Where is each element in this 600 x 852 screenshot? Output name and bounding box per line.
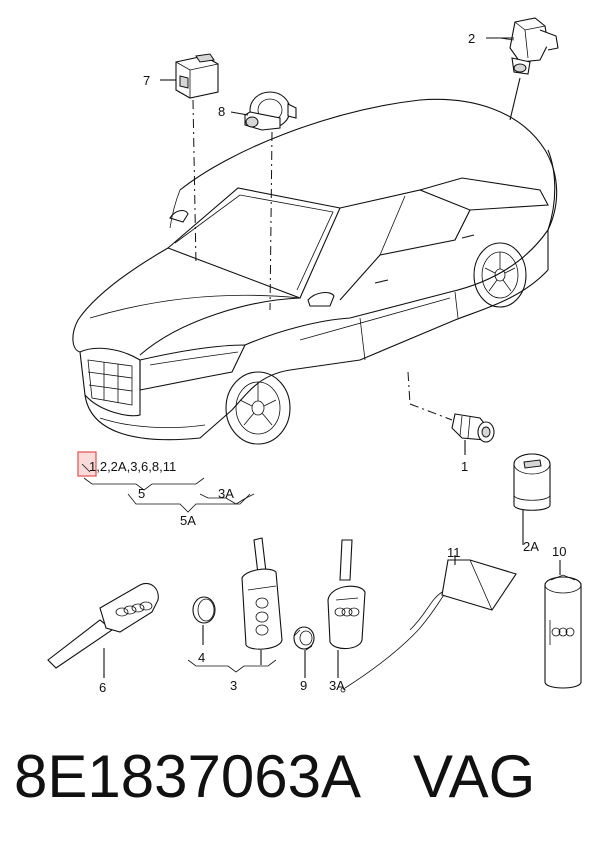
label-bracket-5a: 5A [180, 513, 196, 528]
label-3a: 3A [329, 678, 345, 693]
part-11-key-tag [340, 559, 517, 693]
label-bracket-3a: 3A [218, 486, 234, 501]
part-number: 8E1837063A [14, 743, 361, 810]
part-3-flip-key [241, 537, 283, 650]
part-8-lock-cylinder [244, 91, 297, 131]
label-8: 8 [218, 104, 225, 119]
part-10-lubricant-can [544, 574, 582, 689]
part-1-door-cylinder [451, 413, 495, 443]
label-4: 4 [198, 650, 205, 665]
car-illustration [72, 98, 558, 445]
label-10: 10 [552, 544, 566, 559]
label-bracket-5: 5 [138, 486, 145, 501]
label-9: 9 [300, 678, 307, 693]
part-9-ring [293, 626, 315, 651]
highlight-marker [77, 451, 97, 477]
label-11: 11 [447, 545, 461, 560]
label-2a: 2A [523, 539, 539, 554]
part-4-battery [192, 596, 216, 624]
label-6: 6 [99, 680, 106, 695]
label-7: 7 [143, 73, 150, 88]
part-6-emergency-key [47, 582, 159, 669]
part-2-ignition-housing [499, 17, 559, 75]
part-3a-key [327, 539, 366, 650]
brand-name: VAG [413, 743, 536, 810]
group-brackets [83, 477, 277, 673]
part-2a-lock-cylinder [513, 453, 551, 511]
label-2: 2 [468, 31, 475, 46]
label-3: 3 [230, 678, 237, 693]
part-7-switch [175, 53, 219, 99]
label-group: 1,2,2A,3,6,8,11 [89, 459, 176, 474]
label-1: 1 [461, 459, 468, 474]
